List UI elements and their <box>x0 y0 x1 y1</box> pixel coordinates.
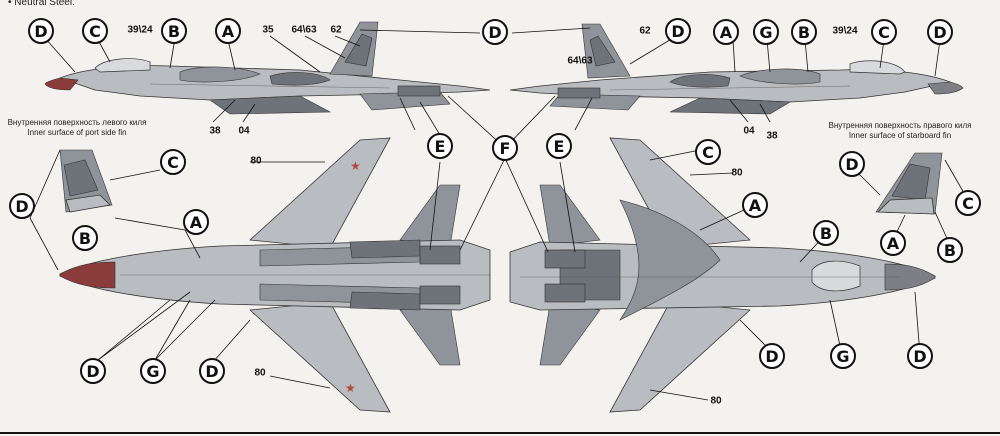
starboard-radome <box>927 81 964 95</box>
port-fin-inner-view <box>59 149 113 213</box>
callout-d: D <box>199 358 225 384</box>
callout-d: D <box>9 193 35 219</box>
bottom-rule <box>0 432 1000 434</box>
bottom-plan-view <box>509 137 936 413</box>
callout-g: G <box>753 19 779 45</box>
starboard-fin-inner-view <box>875 152 943 215</box>
callout-b: B <box>72 225 98 251</box>
port-canopy <box>94 58 151 73</box>
port-fin-caption-en: Inner surface of port side fin <box>27 128 127 137</box>
callout-d: D <box>839 151 865 177</box>
port-radome <box>44 77 79 91</box>
callout-e: E <box>546 133 572 159</box>
marking-number: 64\63 <box>291 24 317 36</box>
top-view-radome <box>59 261 116 289</box>
starboard-canopy <box>849 60 906 75</box>
callout-c: C <box>82 18 108 44</box>
callout-b: B <box>813 220 839 246</box>
marking-number: 62 <box>639 25 651 37</box>
callout-a: A <box>880 230 906 256</box>
port-fin-caption-ru: Внутренняя поверхность левого киля <box>7 118 147 127</box>
callout-a: A <box>742 192 768 218</box>
marking-number: 38 <box>766 130 778 142</box>
callout-g: G <box>830 343 856 369</box>
callout-a: A <box>713 19 739 45</box>
callout-d: D <box>28 18 54 44</box>
marking-number: 04 <box>743 125 755 137</box>
callout-a: A <box>215 18 241 44</box>
bottom-view-radome <box>884 263 936 291</box>
marking-number: 64\63 <box>567 55 593 67</box>
callout-d: D <box>759 343 785 369</box>
marking-number: 39\24 <box>127 24 153 36</box>
top-view-lower-wing <box>249 301 391 413</box>
marking-number: 80 <box>250 155 262 167</box>
callout-d: D <box>665 18 691 44</box>
starboard-side-profile <box>509 23 964 115</box>
callout-d: D <box>482 19 508 45</box>
callout-c: C <box>160 149 186 175</box>
svg-text:★: ★ <box>345 381 356 395</box>
callout-c: C <box>695 139 721 165</box>
starboard-fin-caption: Внутренняя поверхность правого киля Inne… <box>805 121 995 141</box>
callout-e: E <box>427 133 453 159</box>
callout-g: G <box>140 358 166 384</box>
starboard-fin-caption-en: Inner surface of starboard fin <box>848 131 952 140</box>
svg-text:★: ★ <box>350 159 361 173</box>
port-side-profile <box>44 21 491 115</box>
paint-note: • Neutral Steel. <box>8 0 75 8</box>
callout-a: A <box>183 209 209 235</box>
marking-number: 04 <box>238 125 250 137</box>
callout-b: B <box>937 237 963 263</box>
marking-number: 80 <box>254 367 266 379</box>
callout-c: C <box>955 190 981 216</box>
callout-b: B <box>161 18 187 44</box>
callout-c: C <box>871 19 897 45</box>
callout-d: D <box>80 358 106 384</box>
top-view-upper-wing <box>249 137 391 249</box>
callout-b: B <box>791 19 817 45</box>
marking-number: 35 <box>262 24 274 36</box>
marking-number: 38 <box>209 125 221 137</box>
marking-number: 62 <box>330 24 342 36</box>
callout-f: F <box>492 135 518 161</box>
starboard-fin-caption-ru: Внутренняя поверхность правого киля <box>828 121 972 130</box>
top-plan-view: ★ ★ <box>59 137 491 413</box>
callout-d: D <box>927 19 953 45</box>
marking-number: 80 <box>710 395 722 407</box>
marking-number: 80 <box>731 167 743 179</box>
callout-d: D <box>907 343 933 369</box>
marking-number: 39\24 <box>832 25 858 37</box>
port-fin-caption: Внутренняя поверхность левого киля Inner… <box>0 118 172 138</box>
